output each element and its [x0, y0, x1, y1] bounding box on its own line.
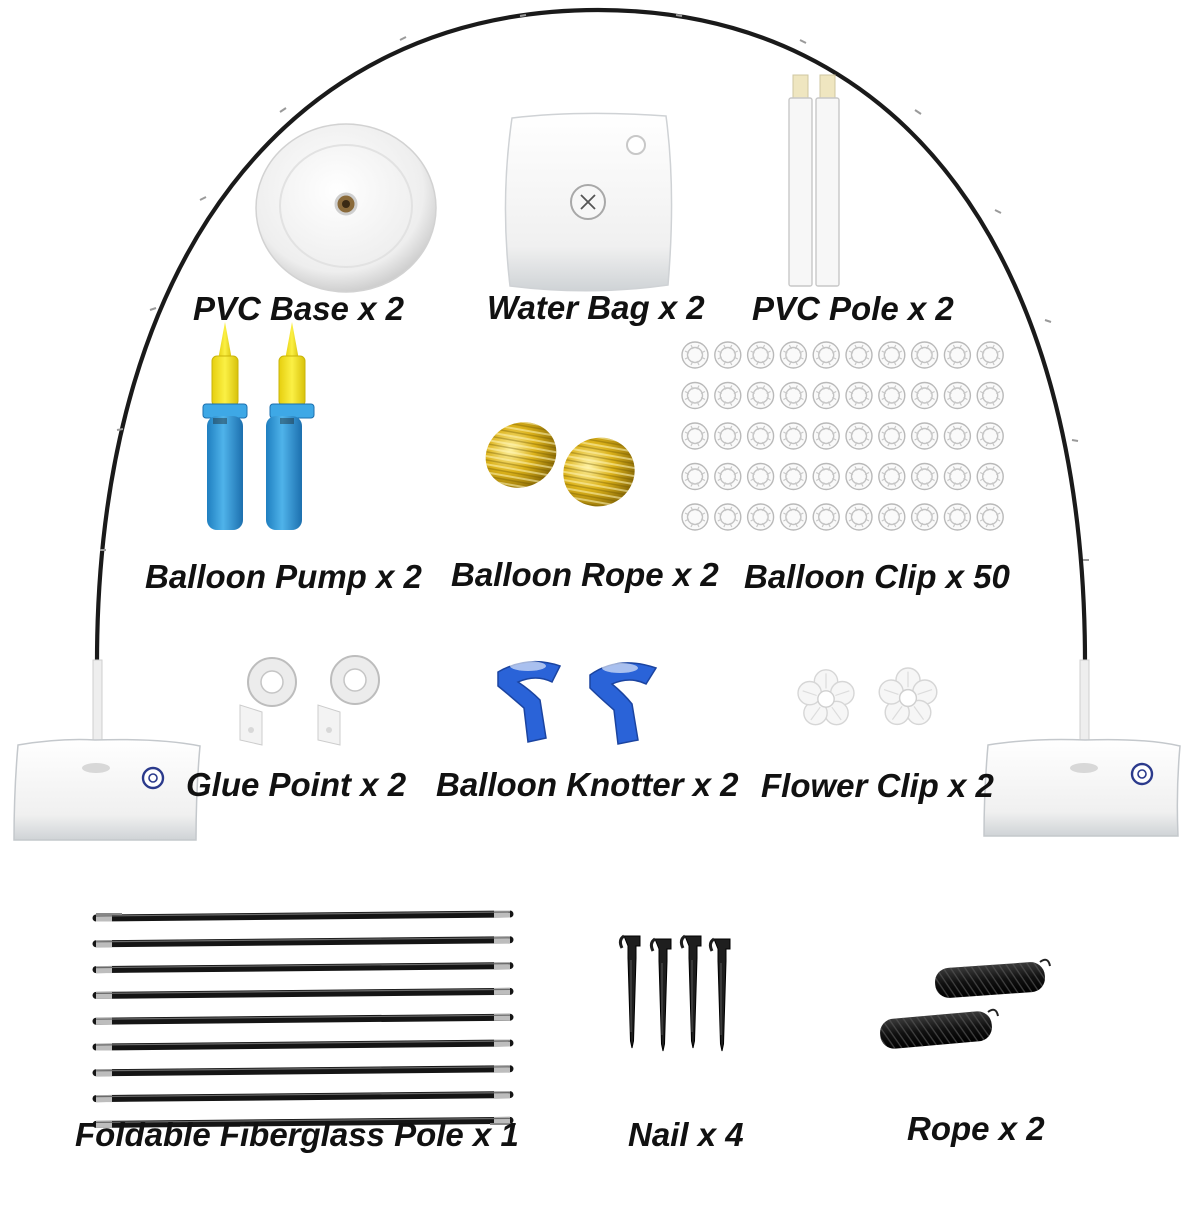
balloon-clip-ring	[714, 381, 742, 410]
pole-segment	[92, 1091, 514, 1103]
pole-segment	[92, 1065, 514, 1077]
balloon-rope-icon	[485, 422, 635, 507]
pole-segment	[92, 936, 514, 948]
arch-pole-joints	[100, 14, 1089, 561]
label-balloon-rope: Balloon Rope x 2	[451, 556, 719, 593]
water-bag-icon	[504, 112, 673, 292]
balloon-clip-icon	[681, 341, 1004, 531]
glue-point-icon	[239, 655, 380, 746]
label-water-bag: Water Bag x 2	[487, 289, 705, 326]
balloon-clip-ring	[812, 462, 840, 491]
balloon-clip-ring	[976, 422, 1004, 450]
pole-segment	[92, 1039, 514, 1051]
label-rope: Rope x 2	[907, 1110, 1045, 1147]
fiberglass-pole-icon	[92, 910, 516, 1128]
label-fiberglass-pole: Foldable Fiberglass Pole x 1	[75, 1116, 519, 1153]
balloon-clip-ring	[812, 341, 840, 369]
balloon-clip-ring	[779, 381, 808, 410]
balloon-clip-ring	[976, 462, 1004, 491]
balloon-clip-ring	[714, 462, 742, 491]
balloon-pump-icon	[202, 322, 315, 530]
balloon-clip-ring	[845, 381, 873, 410]
balloon-clip-ring	[779, 341, 808, 369]
flower-clip-icon	[797, 667, 938, 726]
balloon-arch-frame	[94, 7, 1089, 663]
balloon-clip-ring	[779, 503, 808, 531]
balloon-clip-ring	[845, 503, 873, 531]
balloon-clip-ring	[746, 462, 775, 491]
label-pvc-pole: PVC Pole x 2	[752, 290, 954, 327]
pole-segment	[92, 1013, 514, 1025]
pole-segment	[92, 987, 514, 999]
balloon-clip-ring	[976, 341, 1004, 369]
pvc-pole-icon	[788, 74, 840, 287]
balloon-clip-ring	[943, 503, 972, 531]
balloon-clip-ring	[714, 341, 742, 369]
nail-stake	[618, 934, 641, 1049]
label-nail: Nail x 4	[628, 1116, 744, 1153]
balloon-clip-ring	[943, 422, 972, 450]
balloon-clip-ring	[714, 422, 742, 450]
balloon-clip-ring	[878, 503, 906, 531]
balloon-clip-ring	[943, 341, 972, 369]
balloon-clip-ring	[812, 422, 840, 450]
balloon-knotter-icon	[497, 661, 658, 745]
balloon-clip-ring	[845, 422, 873, 450]
rope-icon	[880, 958, 1051, 1049]
balloon-clip-ring	[812, 381, 840, 410]
label-glue-point: Glue Point x 2	[186, 766, 407, 803]
balloon-clip-ring	[746, 422, 775, 450]
label-pvc-base: PVC Base x 2	[193, 290, 404, 327]
label-balloon-pump: Balloon Pump x 2	[145, 558, 422, 595]
label-balloon-clip: Balloon Clip x 50	[744, 558, 1010, 595]
balloon-clip-ring	[878, 422, 906, 450]
right-arch-base	[983, 659, 1181, 837]
left-arch-base	[13, 659, 201, 841]
balloon-clip-ring	[681, 341, 709, 369]
balloon-clip-ring	[746, 381, 775, 410]
balloon-clip-ring	[845, 341, 873, 369]
label-flower-clip: Flower Clip x 2	[761, 767, 994, 804]
nail-icon	[618, 934, 731, 1052]
balloon-clip-ring	[910, 462, 939, 491]
balloon-clip-ring	[878, 381, 906, 410]
balloon-clip-ring	[910, 422, 939, 450]
balloon-clip-ring	[812, 503, 840, 531]
balloon-clip-ring	[681, 462, 709, 491]
pole-segment	[92, 910, 514, 922]
balloon-clip-ring	[943, 381, 972, 410]
balloon-clip-ring	[845, 462, 873, 491]
balloon-clip-ring	[976, 503, 1004, 531]
pvc-base-icon	[255, 123, 437, 293]
balloon-clip-ring	[681, 381, 709, 410]
balloon-clip-ring	[878, 462, 906, 491]
balloon-clip-ring	[681, 422, 709, 450]
balloon-clip-ring	[943, 462, 972, 491]
balloon-clip-ring	[779, 422, 808, 450]
nail-stake	[708, 937, 731, 1052]
balloon-clip-ring	[910, 381, 939, 410]
balloon-clip-ring	[779, 462, 808, 491]
balloon-clip-ring	[910, 503, 939, 531]
nail-stake	[679, 934, 702, 1049]
label-balloon-knotter: Balloon Knotter x 2	[436, 766, 739, 803]
balloon-clip-ring	[746, 341, 775, 369]
balloon-clip-ring	[681, 503, 709, 531]
balloon-clip-ring	[746, 503, 775, 531]
nail-stake	[649, 937, 672, 1052]
balloon-clip-ring	[878, 341, 906, 369]
balloon-clip-ring	[714, 503, 742, 531]
pole-segment	[92, 1116, 514, 1128]
pole-segment	[92, 962, 514, 974]
balloon-clip-ring	[910, 341, 939, 369]
balloon-clip-ring	[976, 381, 1004, 410]
